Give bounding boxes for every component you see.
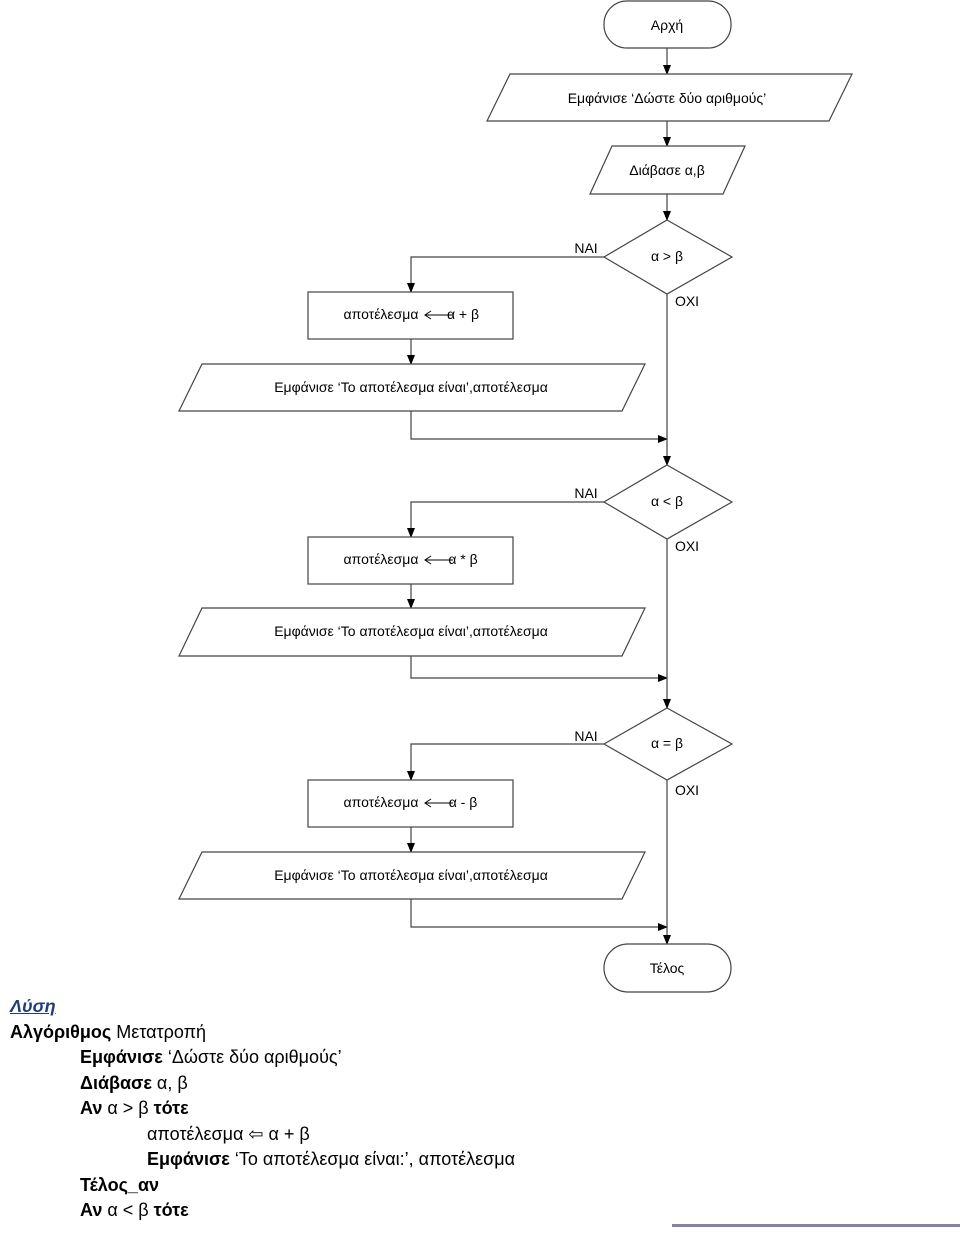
end-label: Τέλος — [650, 960, 685, 976]
assign-arrow-icon — [424, 555, 453, 565]
assignment-var-2: αποτέλεσμα — [344, 551, 419, 567]
yes-branch-connector-3 — [407, 743, 604, 781]
code-text: α < β — [102, 1200, 154, 1220]
keyword: Διάβασε — [80, 1072, 152, 1093]
assignment-process-3 — [307, 779, 514, 828]
algorithm-name: Μετατροπή — [111, 1021, 207, 1042]
result-output-label-3: Εμφάνισε ‘Το αποτέλεσμα είναι’,αποτέλεσμ… — [274, 867, 548, 883]
assignment-var-3: αποτέλεσμα — [344, 794, 419, 810]
decision-yes-label-3: ΝΑΙ — [574, 728, 597, 744]
yes-branch-connector-1 — [407, 256, 604, 293]
prompt-output-parallelogram — [486, 73, 853, 122]
code-text: ‘Δώστε δύο αριθμούς’ — [162, 1047, 342, 1067]
read-input-parallelogram — [589, 145, 746, 195]
yes-branch-connector-2 — [407, 501, 604, 538]
result-output-label-1: Εμφάνισε ‘Το αποτέλεσμα είναι’,αποτέλεσμ… — [274, 379, 548, 395]
code-text: α > β — [102, 1098, 154, 1118]
assignment-expr-2: α * β — [448, 551, 477, 567]
decision-no-label-3: ΟΧΙ — [675, 782, 699, 798]
algorithm-line: Αλγόριθμος Μετατροπή — [10, 1020, 950, 1046]
solution-section: Λύση Αλγόριθμος Μετατροπή Εμφάνισε ‘Δώστ… — [10, 994, 950, 1224]
assign-arrow-icon — [424, 310, 453, 320]
decision-yes-label-1: ΝΑΙ — [574, 240, 597, 256]
decision-no-label-1: ΟΧΙ — [675, 293, 699, 309]
code-text: αποτέλεσμα ⇦ α + β — [147, 1123, 310, 1144]
prompt-output-label: Εμφάνισε ‘Δώστε δύο αριθμούς’ — [568, 90, 767, 106]
keyword: Εμφάνισε — [80, 1047, 163, 1067]
assignment-var-1: αποτέλεσμα — [344, 306, 419, 322]
page-divider — [672, 1224, 960, 1227]
code-text: ‘Το αποτέλεσμα είναι:’, αποτέλεσμα — [229, 1149, 516, 1169]
merge-connector-3 — [410, 899, 668, 931]
assign-arrow-icon — [424, 798, 453, 808]
decision-no-label-2: ΟΧΙ — [675, 538, 699, 554]
result-output-label-2: Εμφάνισε ‘Το αποτέλεσμα είναι’,αποτέλεσμ… — [274, 623, 548, 639]
code-line: Διάβασε α, β — [10, 1071, 950, 1097]
assignment-expr-1: α + β — [447, 306, 479, 322]
decision-yes-label-2: ΝΑΙ — [574, 485, 597, 501]
keyword: Τέλος_αν — [80, 1174, 160, 1195]
code-line: αποτέλεσμα ⇦ α + β — [10, 1122, 950, 1148]
solution-heading: Λύση — [10, 996, 56, 1016]
keyword: τότε — [153, 1200, 189, 1220]
assignment-expr-3: α - β — [449, 794, 478, 810]
flowchart: Αρχή Εμφάνισε ‘Δώστε δύο αριθμούς’ Διάβα… — [178, 0, 853, 993]
keyword: Εμφάνισε — [147, 1149, 230, 1169]
end-terminal — [603, 943, 732, 993]
decision-condition-1: α > β — [651, 248, 683, 264]
code-line: Αν α < β τότε — [10, 1198, 950, 1224]
result-output-parallelogram-3 — [178, 851, 646, 900]
code-line: Τέλος_αν — [10, 1173, 950, 1199]
keyword: Αν — [80, 1098, 103, 1118]
keyword: Αν — [80, 1200, 103, 1220]
decision-condition-3: α = β — [651, 735, 683, 751]
read-input-label: Διάβασε α,β — [629, 162, 705, 178]
solution-heading-row: Λύση — [10, 994, 950, 1020]
result-output-parallelogram-1 — [178, 363, 646, 412]
code-line: Αν α > β τότε — [10, 1096, 950, 1122]
keyword: τότε — [153, 1098, 189, 1118]
start-label: Αρχή — [651, 17, 683, 33]
decision-condition-2: α < β — [651, 493, 683, 509]
code-line: Εμφάνισε ‘Το αποτέλεσμα είναι:’, αποτέλε… — [10, 1147, 950, 1173]
merge-connector-1 — [410, 411, 668, 443]
result-output-parallelogram-2 — [178, 607, 646, 657]
keyword: Αλγόριθμος — [10, 1021, 112, 1042]
merge-connector-2 — [410, 656, 668, 682]
code-line: Εμφάνισε ‘Δώστε δύο αριθμούς’ — [10, 1045, 950, 1071]
code-text: α, β — [151, 1072, 188, 1093]
